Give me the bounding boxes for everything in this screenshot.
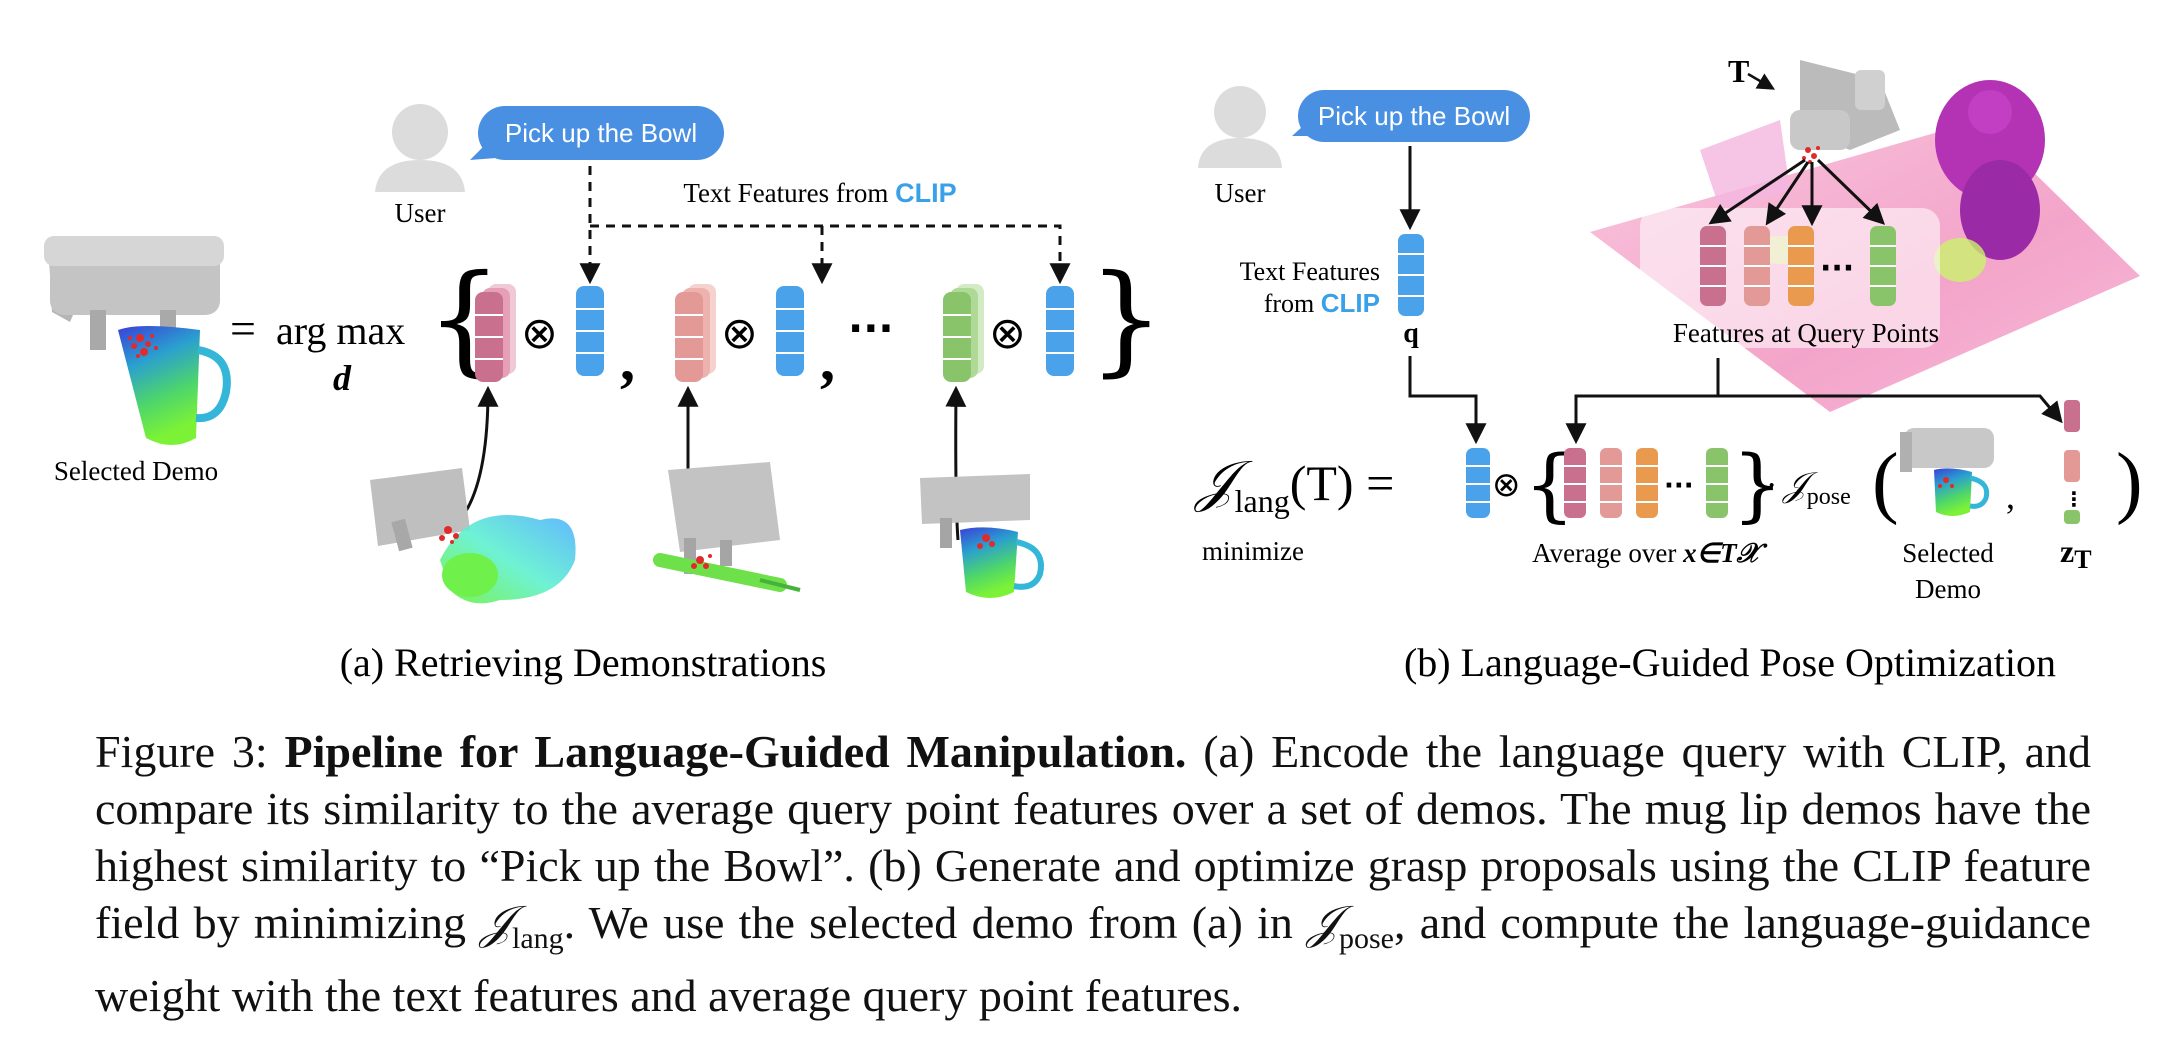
right-brace-a: } [1088, 250, 1164, 389]
query-point-arrows [1708, 158, 1886, 227]
text-feature-vector-2 [776, 286, 804, 376]
comma-a-1: , [620, 327, 635, 393]
zT-vector: ⋮ [2064, 400, 2084, 524]
selected-demo-label-b2: Demo [1915, 574, 1981, 604]
user-avatar-icon [375, 104, 465, 192]
right-paren-b: ) [2116, 438, 2143, 526]
zT-label: zT [2060, 533, 2092, 574]
left-paren-b: ( [1872, 438, 1899, 526]
speech-bubble-a: Pick up the Bowl [470, 106, 724, 160]
caption-j-lang-sub: lang [512, 922, 564, 956]
speech-bubble-b: Pick up the Bowl [1292, 90, 1530, 142]
demo-image-2 [653, 462, 801, 592]
panel-a: User Pick up the Bowl Text Features from… [44, 104, 1164, 685]
bubble-text-a: Pick up the Bowl [505, 118, 697, 148]
argmax-subscript: d [333, 358, 352, 398]
T-label: T [1728, 53, 1749, 89]
features-at-query-label: Features at Query Points [1673, 318, 1939, 348]
demo-feature-stack-3 [943, 284, 984, 382]
otimes-icon-1: ⊗ [521, 308, 558, 359]
text-feature-vector-1 [576, 286, 604, 376]
comma-b: , [2006, 476, 2015, 516]
svg-text:⋮: ⋮ [2064, 487, 2084, 511]
selected-demo-image-a [44, 236, 231, 445]
q-label: q [1403, 318, 1419, 349]
user-avatar-icon-b [1198, 86, 1282, 168]
selected-demo-label-b1: Selected [1902, 538, 1994, 568]
otimes-icon-2: ⊗ [721, 308, 758, 359]
demo-feature-stack-1 [475, 284, 516, 382]
ellipsis-a: ··· [848, 306, 894, 352]
argmax-equals: = [230, 303, 256, 354]
caption-text-3: , and compute the language-guidance weig… [95, 897, 2091, 1022]
text-features-label-b1: Text Features [1240, 257, 1380, 286]
panel-b: T ··· Features at Query Points [1193, 53, 2143, 685]
user-label-b: User [1215, 178, 1266, 208]
figure-caption: Figure 3: Pipeline for Language-Guided M… [95, 723, 2091, 1024]
selected-demo-image-b [1900, 428, 1994, 516]
minimize-label: minimize [1202, 536, 1304, 566]
subcaption-b: (b) Language-Guided Pose Optimization [1404, 640, 2056, 685]
selected-demo-label-a: Selected Demo [54, 456, 218, 486]
T-pointer-arrow [1747, 72, 1776, 90]
caption-title: Pipeline for Language-Guided Manipulatio… [284, 726, 1187, 777]
text-features-label-a: Text Features from CLIP [683, 178, 956, 208]
scene-point-cloud-image [1590, 60, 2140, 412]
svg-text:···: ··· [1664, 471, 1694, 501]
demo-image-3 [920, 474, 1044, 598]
otimes-icon-3: ⊗ [989, 308, 1026, 359]
otimes-icon-b: ⊗ [1492, 465, 1521, 505]
comma-a-2: , [820, 327, 835, 393]
caption-j-pose-sub: pose [1338, 922, 1394, 956]
q-vector [1398, 234, 1424, 316]
caption-j-symbol-2: 𝒥 [1307, 895, 1339, 949]
text-feature-vector-3 [1046, 286, 1074, 376]
J-lang-symbol: 𝒥lang(T) = [1193, 449, 1394, 519]
figure-3-diagram: User Pick up the Bowl Text Features from… [44, 53, 2143, 685]
svg-text:···: ··· [1820, 251, 1854, 286]
argmax-operator: arg max [276, 308, 405, 353]
text-features-label-b2: from CLIP [1264, 288, 1380, 318]
average-over-label: Average over x∈T𝒳 [1532, 538, 1767, 568]
caption-j-symbol: 𝒥 [480, 895, 513, 949]
demo-image-1 [370, 468, 576, 604]
caption-text-1: (a) Encode the language query with CLIP,… [95, 726, 2092, 948]
right-brace-b: } [1732, 438, 1783, 531]
q-vector-eq [1466, 448, 1490, 518]
caption-text-2: . We use the selected demo from (a) in [563, 897, 1308, 948]
demo-feature-stack-2 [675, 284, 716, 382]
query-features-row: ··· [1700, 226, 1896, 306]
avg-features-row: ··· [1564, 448, 1728, 518]
dashed-connectors-a [579, 166, 1071, 285]
user-label-a: User [395, 198, 446, 228]
equation-connectors [1408, 356, 2063, 445]
bubble-text-b: Pick up the Bowl [1318, 101, 1510, 131]
figure-label: Figure 3: [95, 726, 268, 777]
subcaption-a: (a) Retrieving Demonstrations [340, 640, 827, 685]
